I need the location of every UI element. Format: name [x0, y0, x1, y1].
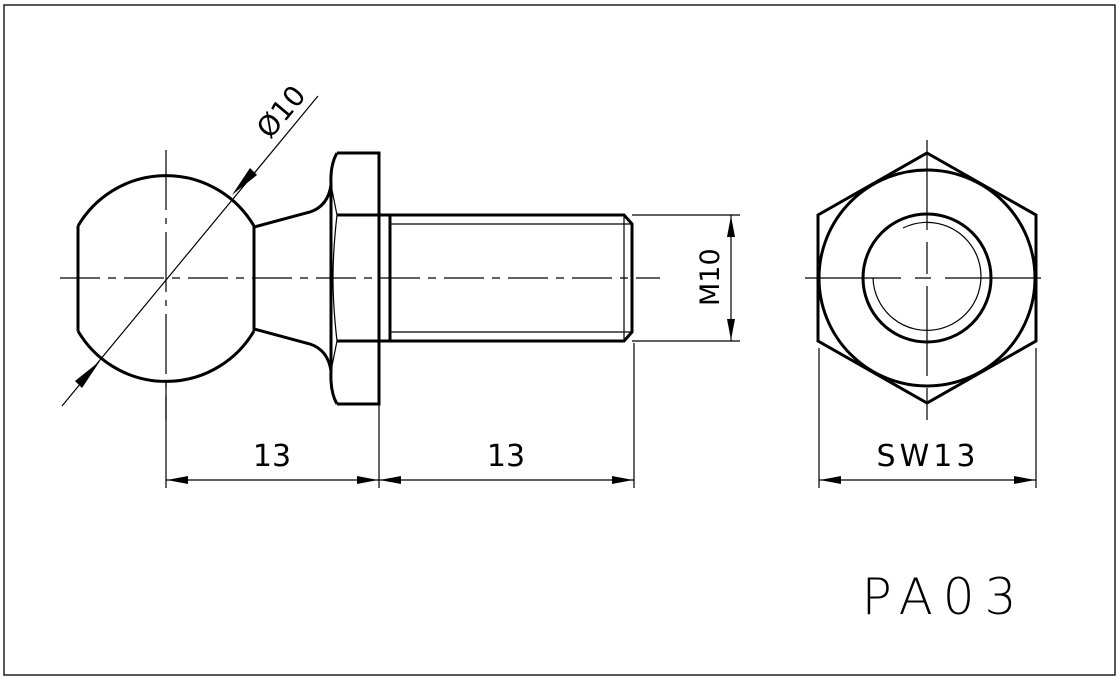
diameter-leader-line — [61, 95, 319, 407]
hex-width-dimension: SW13 — [818, 348, 1037, 488]
arrow-length2-left — [380, 476, 401, 484]
arrow-length2-right — [612, 476, 633, 484]
length-dimensions: 13 13 — [165, 343, 635, 488]
head-outline — [337, 151, 381, 406]
neck-lower-profile — [253, 327, 333, 372]
drawing-frame — [3, 4, 1116, 676]
thread-arrow-lower — [727, 319, 735, 340]
sw-arrow-left — [820, 476, 841, 484]
diameter-arrow-upper — [232, 168, 257, 195]
sw-label: SW13 — [877, 439, 980, 474]
sw-arrow-right — [1014, 476, 1035, 484]
length2-label: 13 — [487, 439, 525, 474]
shaft-outline — [379, 213, 634, 343]
side-view: Ø10 M10 13 13 — [60, 79, 740, 488]
arrow-length1-left — [167, 476, 188, 484]
neck-upper-profile — [253, 184, 333, 229]
thread-arrow-upper — [727, 216, 735, 237]
length1-label: 13 — [253, 439, 291, 474]
thread-label: M10 — [695, 248, 726, 306]
end-view: SW13 — [805, 140, 1050, 488]
thread-dimension: M10 — [632, 214, 740, 342]
diameter-label: Ø10 — [250, 79, 312, 144]
diameter-arrow-lower — [75, 361, 100, 388]
arrow-length1-right — [357, 476, 378, 484]
part-id-label: PA03 — [862, 568, 1027, 626]
thread-minor-arc — [872, 221, 982, 331]
